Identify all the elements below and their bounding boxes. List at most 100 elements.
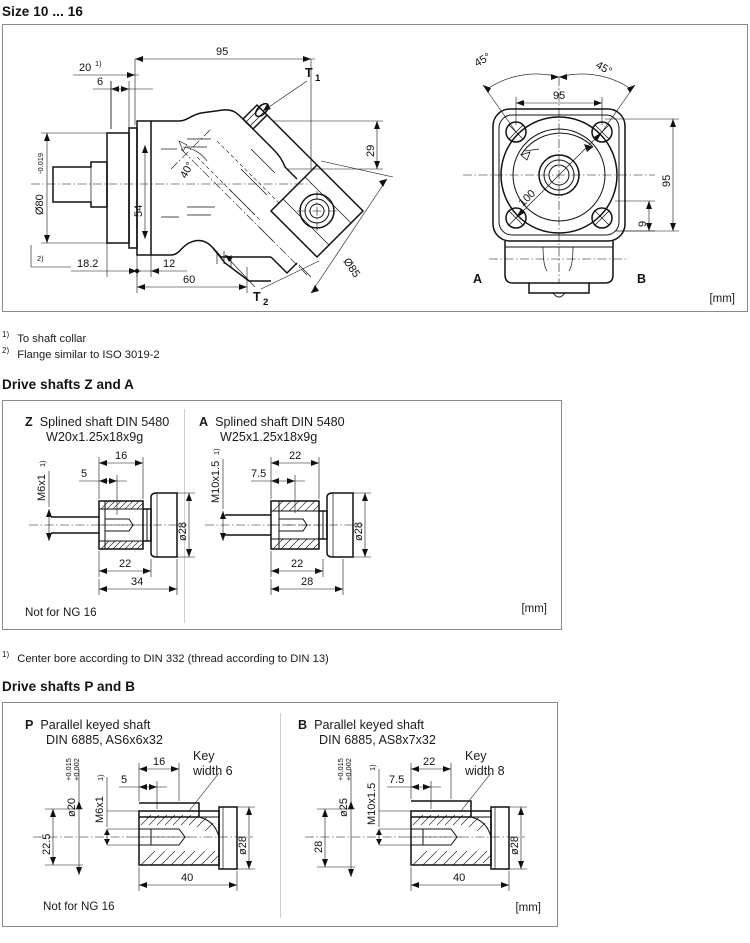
main-units-label: [mm]	[709, 293, 735, 305]
shaft-p-thread: M6x1	[94, 796, 106, 823]
shaft-z-dim-5: 5	[81, 468, 87, 480]
shaft-a-drawing: ø28 M10x1.5 1) 22 7.5 22	[205, 448, 371, 595]
shaft-b-title-2: DIN 6885, AS8x7x32	[319, 732, 436, 747]
dim-9: 9	[637, 221, 649, 227]
footnote-2-text: Flange similar to ISO 3019-2	[17, 348, 160, 361]
za-units-label: [mm]	[521, 603, 547, 615]
shaft-p-key-label: Key width 6	[193, 749, 233, 779]
shaft-b-header: B Parallel keyed shaft DIN 6885, AS8x7x32	[298, 718, 436, 747]
dim-12: 12	[163, 258, 175, 270]
shaft-z-dim-16: 16	[115, 450, 127, 462]
shaft-b-tol-lower: +0.002	[344, 758, 353, 781]
bolt-circle-100: 100	[517, 188, 538, 209]
angle-40-label: 40°	[178, 160, 196, 180]
shaft-p-dim-16: 16	[153, 756, 165, 768]
shaft-b-dim-22: 22	[423, 756, 435, 768]
shaft-b-thread-sup: 1)	[368, 764, 377, 771]
shaft-p-key: P	[25, 718, 34, 732]
footnote-1-text: To shaft collar	[17, 332, 87, 345]
shaft-p-dim-40: 40	[181, 872, 193, 884]
shaft-p-tol-upper: +0.015	[64, 758, 73, 781]
shaft-z-dim-22: 22	[119, 558, 131, 570]
shaft-b-dim-7-5: 7.5	[389, 774, 404, 786]
note-2-marker: 2)	[37, 254, 44, 263]
shaft-p-title-2: DIN 6885, AS6x6x32	[46, 732, 163, 747]
dim-18-2: 18.2	[77, 258, 98, 270]
pump-side-view: 40° 20 1) 95 6	[30, 46, 394, 308]
pump-front-view: 100 45° 45°	[463, 51, 679, 298]
shaft-a-dim-22: 22	[291, 558, 303, 570]
shaft-b-dia-28: ø28	[509, 836, 521, 855]
dia-80-tolerance: -0.019	[36, 153, 45, 174]
shaft-b-title-1: Parallel keyed shaft	[314, 718, 425, 732]
shaft-b-drawing: ø28 28 ø25 +0.015 +0.002 M10x1.5 1)	[305, 756, 527, 891]
dia-80-label: Ø80	[34, 194, 46, 215]
shaft-z-drawing: ø28 M6x1 1) 16 5	[29, 450, 195, 595]
drive-shafts-pb-heading: Drive shafts P and B	[2, 679, 136, 694]
shaft-a-dim-22-top: 22	[289, 450, 301, 462]
shaft-z-thread: M6x1	[36, 474, 48, 501]
drive-shafts-pb-panel: P Parallel keyed shaft DIN 6885, AS6x6x32	[2, 702, 558, 927]
shaft-a-title-1: Splined shaft DIN 5480	[215, 415, 345, 429]
shaft-z-dia-28: ø28	[177, 522, 189, 541]
shaft-a-title-2: W25x1.25x18x9g	[220, 429, 318, 444]
shaft-b-key: B	[298, 718, 308, 732]
port-t1-subscript: 1	[315, 73, 321, 84]
drive-shafts-za-heading: Drive shafts Z and A	[2, 377, 135, 392]
shaft-p-title-1: Parallel keyed shaft	[40, 718, 151, 732]
dim-95-horizontal: 95	[553, 90, 565, 102]
shaft-b-tol-upper: +0.015	[336, 758, 345, 781]
footnote-mid-marker: 1)	[2, 650, 10, 659]
shaft-b-dim-height: 28	[313, 841, 325, 853]
pb-units-label: [mm]	[515, 902, 541, 914]
footnote-1: 1) To shaft collar	[2, 330, 86, 345]
shaft-a-dia-28: ø28	[353, 522, 365, 541]
dim-60: 60	[183, 274, 195, 286]
shaft-a-thread: M10x1.5	[210, 461, 222, 503]
dim-20: 20	[79, 62, 91, 74]
shaft-p-drawing: ø28 22.5 ø20 +0.015 +0.002 M6x1 1)	[33, 756, 255, 891]
shaft-p-key-label-line1: Key	[193, 749, 215, 763]
dim-29: 29	[365, 145, 377, 157]
shaft-p-shaft-dia: ø20	[66, 798, 78, 817]
shaft-p-dia-28: ø28	[237, 836, 249, 855]
footnote-2-marker: 2)	[2, 346, 10, 355]
shaft-a-dim-total: 28	[301, 576, 313, 588]
footnote-1-marker: 1)	[2, 330, 10, 339]
shaft-a-key: A	[199, 415, 209, 429]
shaft-b-key-label: Key width 8	[465, 749, 505, 779]
za-panel-divider	[184, 409, 185, 623]
shaft-z-key: Z	[25, 415, 33, 429]
shaft-p-thread-sup: 1)	[96, 774, 105, 781]
shaft-p-key-label-line2: width 6	[193, 764, 233, 778]
port-b-label: B	[637, 272, 646, 286]
dim-20-superscript: 1)	[95, 59, 102, 68]
dim-95-vertical: 95	[661, 175, 673, 187]
dim-6: 6	[97, 76, 103, 88]
shaft-z-note: Not for NG 16	[25, 606, 97, 619]
port-t2-label: T	[253, 290, 261, 304]
shaft-p-tol-lower: +0.002	[72, 758, 81, 781]
shaft-p-header: P Parallel keyed shaft DIN 6885, AS6x6x32	[25, 718, 163, 747]
shaft-a-header: A Splined shaft DIN 5480 W25x1.25x18x9g	[199, 415, 345, 444]
shaft-z-title-1: Splined shaft DIN 5480	[39, 415, 170, 429]
angle-45-left: 45°	[473, 51, 493, 70]
shaft-b-shaft-dia: ø25	[338, 798, 350, 817]
shaft-z-thread-sup: 1)	[38, 460, 47, 467]
shaft-p-dim-5: 5	[121, 774, 127, 786]
shaft-b-key-label-line2: width 8	[465, 764, 505, 778]
shaft-b-dim-40: 40	[453, 872, 465, 884]
shaft-z-dim-total: 34	[131, 576, 143, 588]
dim-95-top: 95	[216, 46, 228, 58]
port-t1-label: T	[305, 66, 313, 80]
footnote-2: 2) Flange similar to ISO 3019-2	[2, 346, 160, 361]
port-a-label: A	[473, 272, 482, 286]
shaft-p-note: Not for NG 16	[43, 900, 115, 913]
shaft-p-dim-height: 22.5	[41, 834, 53, 855]
pb-panel-divider	[280, 713, 281, 918]
dia-85-label: Ø85	[341, 256, 363, 280]
dim-54: 54	[133, 205, 145, 217]
shaft-a-thread-sup: 1)	[212, 448, 221, 455]
